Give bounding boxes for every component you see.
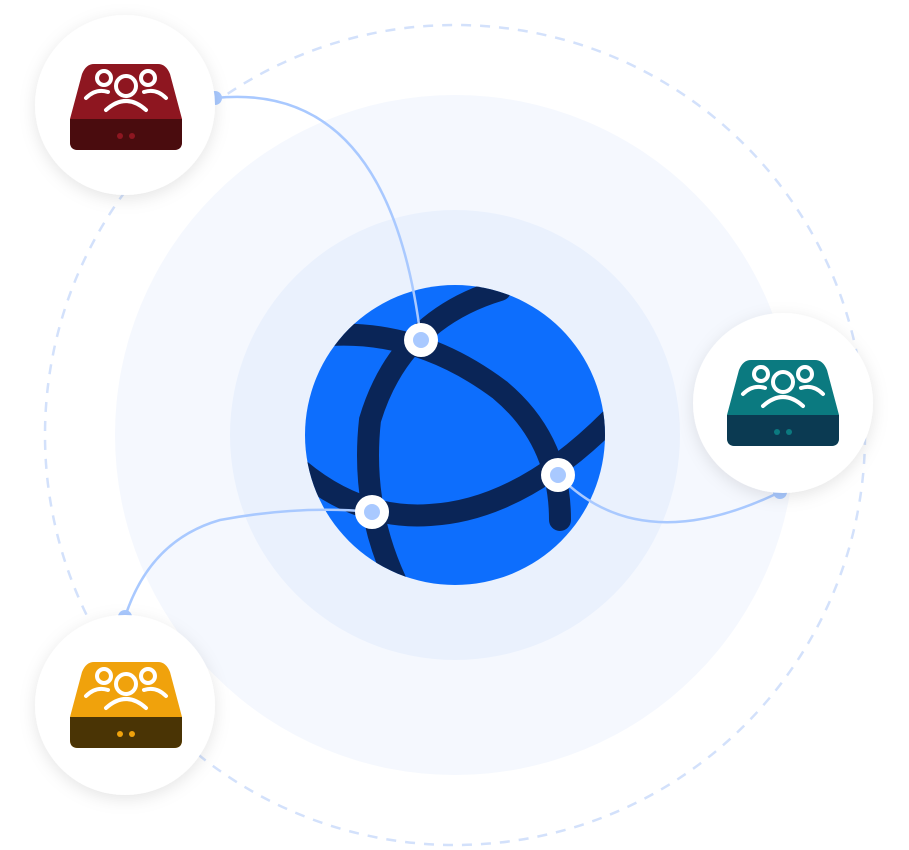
server-yellow-node bbox=[35, 615, 215, 795]
connector-red bbox=[214, 95, 423, 341]
shared-server-icon bbox=[68, 62, 184, 152]
server-red-node bbox=[35, 15, 215, 195]
server-teal-node bbox=[693, 313, 873, 493]
connectors bbox=[123, 95, 781, 618]
connector-yellow bbox=[123, 508, 373, 618]
shared-server-icon bbox=[68, 660, 184, 750]
globe-nodes bbox=[355, 323, 575, 529]
connector-teal bbox=[557, 474, 781, 524]
shared-server-icon bbox=[725, 358, 841, 448]
